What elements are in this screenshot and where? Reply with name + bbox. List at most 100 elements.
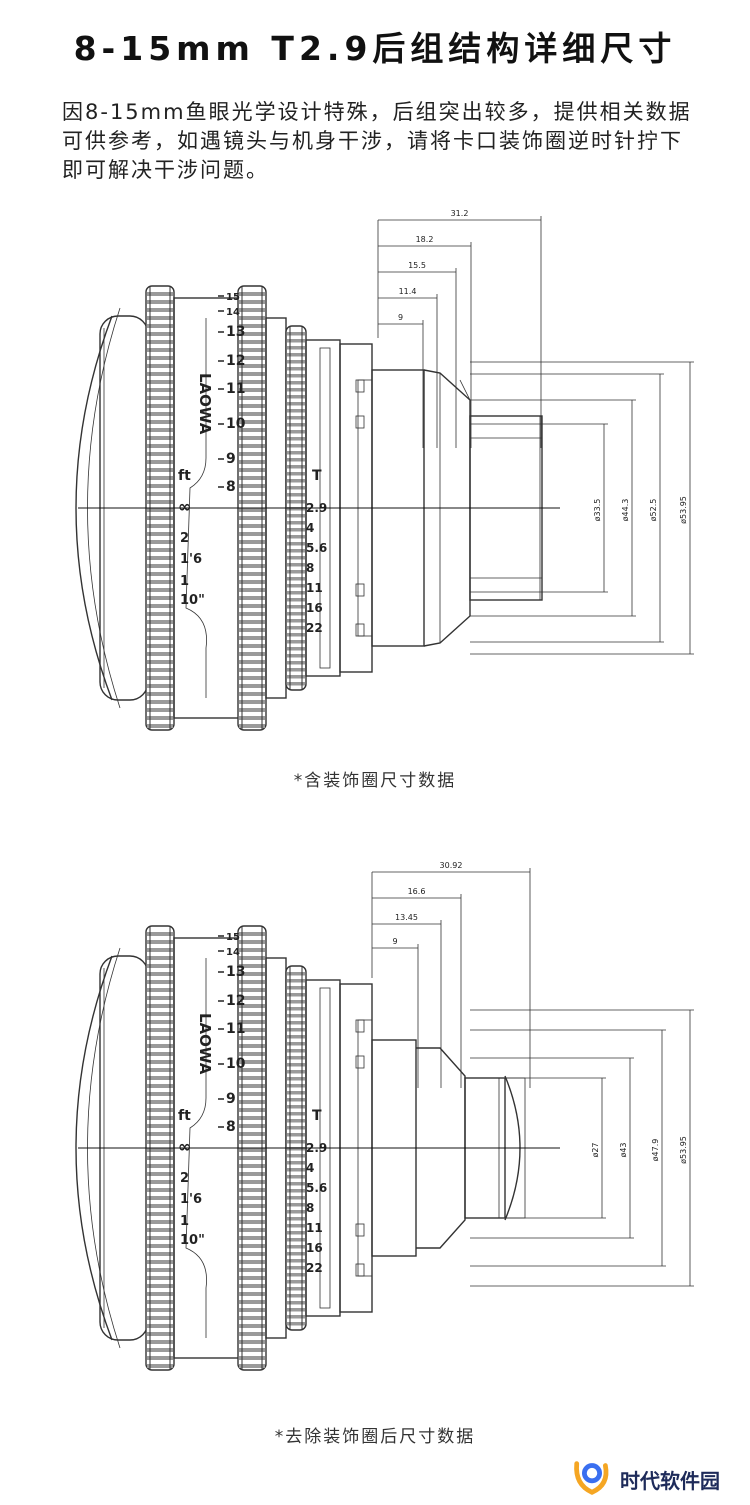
zoom-ring-grip-tooth	[239, 388, 265, 392]
focus-mark-mm: 15	[226, 932, 240, 943]
length-dimension-label: 31.2	[451, 209, 469, 218]
aperture-ring-grip-tooth	[287, 1238, 305, 1242]
zoom-ring-grip-tooth	[239, 1292, 265, 1296]
diameter-dimension-label: ø44.3	[621, 499, 630, 522]
aperture-ring-grip-tooth	[287, 1084, 305, 1088]
focus-ring-grip-tooth	[147, 1228, 173, 1232]
zoom-ring-grip-tooth	[239, 1028, 265, 1032]
zoom-ring-grip-tooth	[239, 652, 265, 656]
aperture-ring-grip-tooth	[287, 353, 305, 357]
aperture-ring-grip-tooth	[287, 1294, 305, 1298]
diameter-dimension-label: ø33.5	[593, 499, 602, 522]
t-stop-mark: 11	[306, 581, 323, 595]
zoom-ring-grip-tooth	[239, 716, 265, 720]
zoom-ring-grip-tooth	[239, 1252, 265, 1256]
focus-mark-ft: 10"	[180, 593, 205, 608]
focus-ring-grip-tooth	[147, 1108, 173, 1112]
aperture-ring-grip-tooth	[287, 535, 305, 539]
aperture-ring-grip-tooth	[287, 626, 305, 630]
focus-ring-grip-tooth	[147, 324, 173, 328]
focus-ring-grip-tooth	[147, 1204, 173, 1208]
aperture-ring-grip-tooth	[287, 1273, 305, 1277]
zoom-ring-grip-tooth	[239, 300, 265, 304]
focus-mark-ft: 10"	[180, 1233, 205, 1248]
focus-ring-grip-tooth	[147, 1084, 173, 1088]
zoom-ring-grip-tooth	[239, 508, 265, 512]
aperture-ring-grip-tooth	[287, 1231, 305, 1235]
focus-scale-window	[185, 318, 207, 698]
focus-ring-grip-tooth	[147, 1092, 173, 1096]
zoom-ring-grip-tooth	[239, 452, 265, 456]
aperture-ring-grip-tooth	[287, 507, 305, 511]
zoom-ring-grip-tooth	[239, 1004, 265, 1008]
zoom-ring-grip-tooth	[239, 1244, 265, 1248]
focus-ring-grip-tooth	[147, 1060, 173, 1064]
aperture-ring-grip-tooth	[287, 381, 305, 385]
focus-ring-grip-tooth	[147, 388, 173, 392]
zoom-ring-grip-tooth	[239, 980, 265, 984]
watermark-logo-icon	[574, 1461, 609, 1495]
focus-mark-mm: 13	[226, 964, 245, 980]
aperture-ring-grip-tooth	[287, 1217, 305, 1221]
focus-ring-grip-tooth	[147, 660, 173, 664]
zoom-ring-grip-tooth	[239, 1260, 265, 1264]
aperture-ring-grip-tooth	[287, 374, 305, 378]
zoom-ring-grip-tooth	[239, 1188, 265, 1192]
length-dimension-label: 30.92	[440, 861, 463, 870]
zoom-ring-grip-tooth	[239, 444, 265, 448]
mount-tab	[355, 1263, 365, 1277]
aperture-ring-grip-tooth	[287, 675, 305, 679]
zoom-ring-grip-tooth	[239, 1164, 265, 1168]
aperture-ring-grip-tooth	[287, 1140, 305, 1144]
focus-ring-grip-tooth	[147, 1276, 173, 1280]
focus-ring-grip-tooth	[147, 1292, 173, 1296]
length-dimension-label: 9	[398, 313, 403, 322]
zoom-ring-grip-tooth	[239, 420, 265, 424]
focus-ring-grip-tooth	[147, 484, 173, 488]
focus-mark-mm: 11	[226, 381, 245, 397]
focus-unit-label: ft	[178, 1108, 191, 1124]
aperture-ring-grip-tooth	[287, 1203, 305, 1207]
t-stop-mark: 22	[306, 1261, 323, 1275]
focus-ring-grip-tooth	[147, 644, 173, 648]
aperture-ring-grip-tooth	[287, 437, 305, 441]
brand-logo: LAOWA	[196, 1013, 214, 1075]
focus-infinity-mark: ∞	[178, 1137, 191, 1156]
focus-ring-grip-tooth	[147, 1156, 173, 1160]
aperture-ring-grip-tooth	[287, 451, 305, 455]
zoom-ring-grip-tooth	[239, 1196, 265, 1200]
t-stop-mark: 22	[306, 621, 323, 635]
zoom-ring-grip-tooth	[239, 380, 265, 384]
zoom-ring-grip-tooth	[239, 700, 265, 704]
zoom-ring-grip-tooth	[239, 1060, 265, 1064]
aperture-ring-grip-tooth	[287, 1224, 305, 1228]
t-stop-mark: 8	[306, 561, 314, 575]
zoom-ring-grip-tooth	[239, 1068, 265, 1072]
aperture-ring-grip-tooth	[287, 654, 305, 658]
focus-ring-grip-tooth	[147, 588, 173, 592]
focus-ring-grip-tooth	[147, 508, 173, 512]
focus-ring-grip-tooth	[147, 684, 173, 688]
focus-ring-grip-tooth	[147, 956, 173, 960]
zoom-ring-grip-tooth	[239, 324, 265, 328]
zoom-ring-grip-tooth	[239, 996, 265, 1000]
mount-tab	[355, 379, 365, 393]
aperture-ring-grip-tooth	[287, 605, 305, 609]
zoom-ring-grip-tooth	[239, 588, 265, 592]
zoom-ring-grip-tooth	[239, 708, 265, 712]
aperture-ring-grip-tooth	[287, 682, 305, 686]
focus-ring-grip-tooth	[147, 1012, 173, 1016]
aperture-ring-grip-tooth	[287, 1000, 305, 1004]
aperture-ring-grip-tooth	[287, 1259, 305, 1263]
focus-mark-mm: 10	[226, 1056, 246, 1072]
focus-ring-grip-tooth	[147, 700, 173, 704]
focus-ring-grip-tooth	[147, 572, 173, 576]
focus-ring-grip-tooth	[147, 1220, 173, 1224]
mount-tab	[355, 415, 365, 429]
focus-ring-grip-tooth	[147, 1364, 173, 1368]
zoom-ring-grip-tooth	[239, 1036, 265, 1040]
aperture-ring-grip-tooth	[287, 416, 305, 420]
focus-mark-mm: 8	[226, 1119, 236, 1135]
aperture-ring-grip-tooth	[287, 514, 305, 518]
focus-mark-ft: 1'6	[180, 1192, 202, 1207]
